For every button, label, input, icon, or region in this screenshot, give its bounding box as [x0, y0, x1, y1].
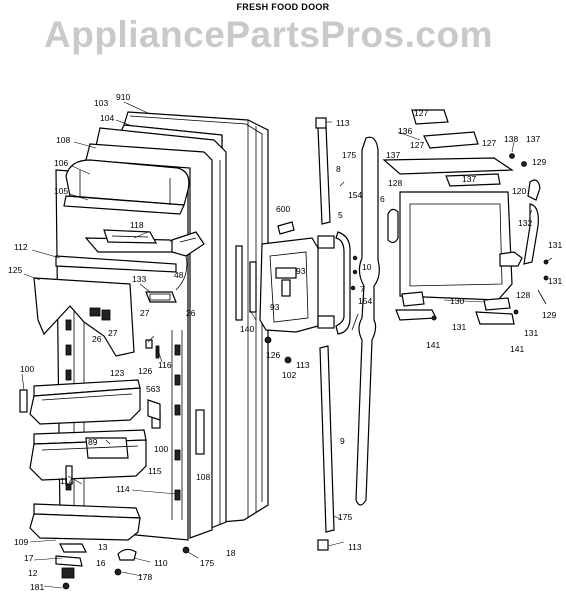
label-48: 48	[174, 270, 184, 280]
dairy-compartment	[63, 159, 190, 215]
inner-frame-93	[235, 221, 319, 364]
label-137: 137	[386, 150, 400, 160]
label-93: 93	[296, 266, 306, 276]
label-112: 112	[14, 242, 28, 252]
label-5: 5	[338, 210, 343, 220]
label-175: 175	[200, 558, 214, 568]
label-128: 128	[388, 178, 402, 188]
label-108: 108	[56, 135, 70, 145]
label-118: 118	[130, 220, 144, 230]
label-127: 127	[410, 140, 424, 150]
hinge-parts-left	[19, 339, 205, 590]
label-6: 6	[380, 194, 385, 204]
label-128: 128	[516, 290, 530, 300]
label-131: 131	[452, 322, 466, 332]
control-module-133	[145, 231, 205, 303]
label-108: 108	[196, 472, 210, 482]
label-7: 7	[360, 284, 365, 294]
dispenser-door-assembly	[382, 109, 549, 325]
label-115: 115	[148, 466, 162, 476]
trim-strip-9	[317, 345, 335, 551]
label-8: 8	[336, 164, 341, 174]
label-17: 17	[24, 553, 34, 563]
label-136: 136	[398, 126, 412, 136]
label-600: 600	[276, 204, 290, 214]
label-104: 104	[100, 113, 114, 123]
label-27: 27	[140, 308, 150, 318]
label-131: 131	[548, 276, 562, 286]
label-133: 133	[132, 274, 146, 284]
label-114: 114	[116, 484, 130, 494]
label-910: 910	[116, 92, 130, 102]
label-137: 137	[526, 134, 540, 144]
label-154: 154	[348, 190, 362, 200]
leader-lines	[21, 101, 553, 589]
handle-trim-6	[355, 136, 380, 506]
diagram-title: FRESH FOOD DOOR	[236, 2, 330, 12]
part-labels: 910 103 104 108 106 105 118 112 125 133 …	[8, 92, 562, 592]
label-106: 106	[54, 158, 68, 168]
label-126: 126	[138, 366, 152, 376]
label-113: 113	[296, 360, 310, 370]
label-120: 120	[512, 186, 526, 196]
label-563: 563	[146, 384, 160, 394]
label-113: 113	[348, 542, 362, 552]
label-178: 178	[138, 572, 152, 582]
door-bin-109	[29, 503, 141, 541]
label-113: 113	[336, 118, 350, 128]
label-138: 138	[504, 134, 518, 144]
trim-strip-8	[315, 117, 331, 225]
door-frame-assembly	[85, 111, 269, 539]
label-12: 12	[28, 568, 38, 578]
label-154: 154	[358, 296, 372, 306]
label-141: 141	[510, 344, 524, 354]
shelf-118	[84, 229, 186, 253]
label-26: 26	[186, 308, 196, 318]
label-130: 130	[450, 296, 464, 306]
label-131: 131	[524, 328, 538, 338]
label-127: 127	[482, 138, 496, 148]
label-16: 16	[96, 558, 106, 568]
label-141: 141	[426, 340, 440, 350]
label-103: 103	[94, 98, 108, 108]
label-27: 27	[108, 328, 118, 338]
label-89: 89	[88, 437, 98, 447]
label-137: 137	[462, 174, 476, 184]
bar-112	[55, 255, 177, 273]
label-129: 129	[532, 157, 546, 167]
clip-26-27	[89, 307, 111, 321]
label-175: 175	[342, 150, 356, 160]
door-bin-123	[29, 379, 141, 425]
panel-125	[33, 277, 135, 357]
label-100: 100	[154, 444, 168, 454]
label-140: 140	[240, 324, 254, 334]
label-114: 114	[60, 476, 74, 486]
label-175: 175	[338, 512, 352, 522]
label-10: 10	[362, 262, 372, 272]
label-109: 109	[14, 537, 28, 547]
label-9: 9	[340, 436, 345, 446]
label-18: 18	[226, 548, 236, 558]
label-26: 26	[92, 334, 102, 344]
label-132: 132	[518, 218, 532, 228]
label-181: 181	[30, 582, 44, 592]
label-110: 110	[154, 558, 168, 568]
label-127: 127	[414, 108, 428, 118]
handle-brackets	[317, 231, 359, 335]
label-126: 126	[266, 350, 280, 360]
label-123: 123	[110, 368, 124, 378]
watermark: AppliancePartsPros.com	[44, 14, 493, 55]
label-131: 131	[548, 240, 562, 250]
label-13: 13	[98, 542, 108, 552]
label-93: 93	[270, 302, 280, 312]
label-116: 116	[158, 360, 172, 370]
door-bin-115	[29, 429, 147, 481]
label-105: 105	[54, 186, 68, 196]
label-102: 102	[282, 370, 296, 380]
label-125: 125	[8, 265, 22, 275]
label-100: 100	[20, 364, 34, 374]
label-129: 129	[542, 310, 556, 320]
